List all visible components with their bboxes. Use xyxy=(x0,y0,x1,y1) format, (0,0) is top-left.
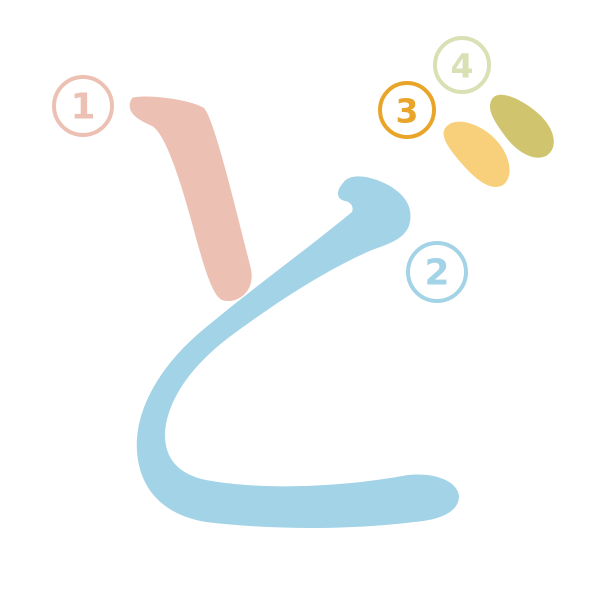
order-number: 1 xyxy=(70,87,95,128)
stroke-2 xyxy=(136,176,459,528)
order-label-4: 4 xyxy=(433,36,491,94)
order-label-1: 1 xyxy=(52,75,114,137)
order-number: 2 xyxy=(424,253,449,294)
stroke-1 xyxy=(129,96,252,302)
order-label-3: 3 xyxy=(378,81,436,139)
stroke-3 xyxy=(443,121,510,188)
stroke-4 xyxy=(489,94,554,158)
order-number: 3 xyxy=(396,92,419,131)
order-label-2: 2 xyxy=(406,241,468,303)
order-number: 4 xyxy=(451,47,474,86)
